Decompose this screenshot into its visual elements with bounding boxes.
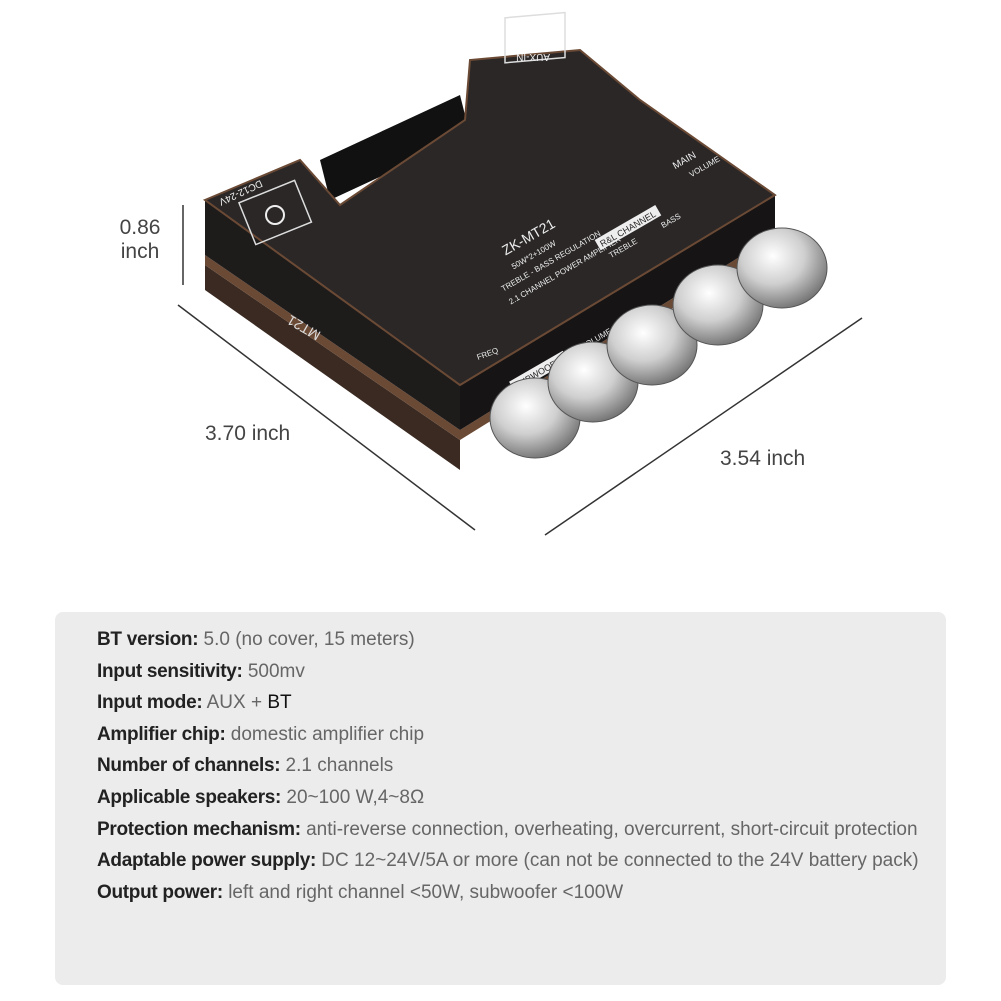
left-length-label: 3.70 inch xyxy=(205,422,291,445)
knob-treble[interactable] xyxy=(606,304,698,386)
spec-key: Input sensitivity: xyxy=(97,660,243,682)
spec-row: Input sensitivity: 500mv xyxy=(97,656,927,688)
spec-row: Output power: left and right channel <50… xyxy=(97,877,927,909)
spec-row: Number of channels: 2.1 channels xyxy=(97,750,927,782)
spec-value: domestic amplifier chip xyxy=(225,723,425,745)
spec-key: Applicable speakers: xyxy=(97,786,282,808)
spec-value: 500mv xyxy=(242,660,305,682)
height-dimension-label: 0.86 inch xyxy=(110,216,170,264)
spec-row: Applicable speakers: 20~100 W,4~8Ω xyxy=(97,782,927,814)
spec-value: 20~100 W,4~8Ω xyxy=(281,786,425,808)
spec-value: left and right channel <50W, subwoofer <… xyxy=(222,881,624,903)
spec-key: Input mode: xyxy=(97,692,203,714)
spec-value: 5.0 (no cover, 15 meters) xyxy=(198,629,415,650)
specifications-panel: BT version: 5.0 (no cover, 15 meters)Inp… xyxy=(55,612,946,985)
spec-key: Adaptable power supply: xyxy=(97,850,317,872)
spec-value: 2.1 channels xyxy=(280,755,394,777)
right-length-label: 3.54 inch xyxy=(720,447,806,470)
spec-value: AUX + xyxy=(202,692,268,714)
spec-row: Adaptable power supply: DC 12~24V/5A or … xyxy=(97,845,927,877)
board-top xyxy=(202,48,777,387)
knob-main-volume[interactable] xyxy=(736,227,828,309)
spec-key: Number of channels: xyxy=(97,755,281,777)
height-value: 0.86 xyxy=(119,216,161,239)
spec-row: BT version: 5.0 (no cover, 15 meters) xyxy=(97,624,927,656)
spec-key: Output power: xyxy=(97,881,223,903)
pcb-base xyxy=(205,265,460,470)
board-front-left xyxy=(205,200,460,430)
spec-key: Protection mechanism: xyxy=(97,818,301,840)
aux-label: AUX-IN xyxy=(516,51,550,62)
spec-value-extra: BT xyxy=(267,692,292,714)
spec-row: Amplifier chip: domestic amplifier chip xyxy=(97,719,927,751)
left-length-dimension-line xyxy=(177,304,476,531)
spec-value: anti-reverse connection, overheating, ov… xyxy=(300,818,918,840)
spec-value: DC 12~24V/5A or more (can not be connect… xyxy=(316,850,919,872)
spec-key: Amplifier chip: xyxy=(97,723,226,745)
heatsink xyxy=(320,95,470,200)
power-icon xyxy=(265,205,285,225)
spec-row: Protection mechanism: anti-reverse conne… xyxy=(97,814,927,846)
spec-key: BT version: xyxy=(97,629,199,650)
specifications-list: BT version: 5.0 (no cover, 15 meters)Inp… xyxy=(97,624,927,908)
height-unit: inch xyxy=(120,240,160,263)
amplifier-board-illustration: AUX-IN DC12-24V ZK-MT21 50W*2+100W TREBL… xyxy=(177,11,863,536)
spec-row: Input mode: AUX + BT xyxy=(97,687,927,719)
knob-bass[interactable] xyxy=(672,264,764,346)
right-length-dimension-line xyxy=(544,317,863,536)
knobs xyxy=(489,227,828,459)
